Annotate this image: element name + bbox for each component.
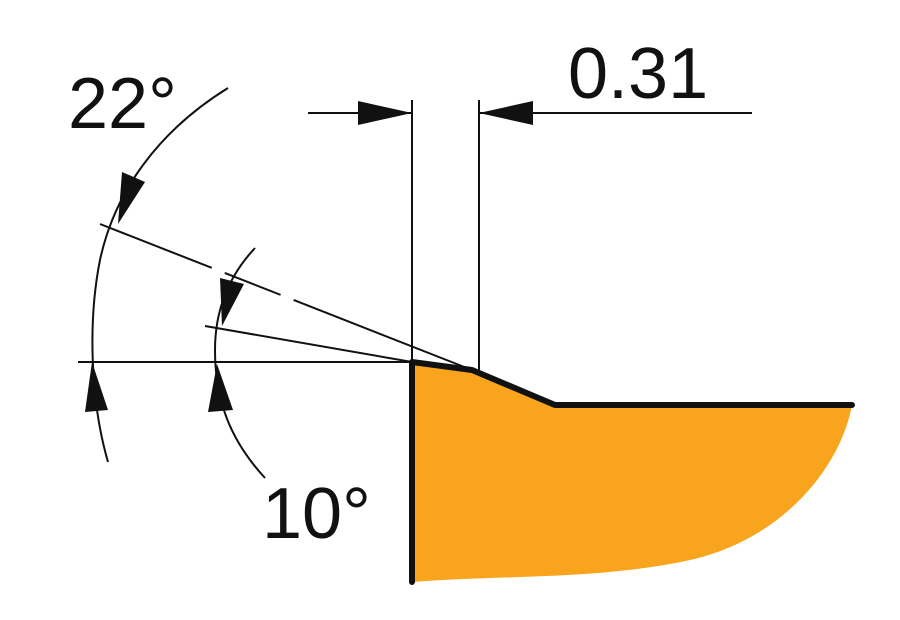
- angle-22-reference-line: [99, 223, 473, 371]
- arrow-0-31-right: [479, 101, 533, 125]
- angle-22-arrow-bottom: [85, 362, 108, 412]
- angle-22-arrow-top: [118, 172, 145, 224]
- chamfer-width-label: 0.31: [568, 34, 708, 114]
- angle-10-label: 10°: [262, 474, 371, 554]
- angle-10-arrow-top: [220, 278, 244, 326]
- insert-body: [412, 362, 852, 582]
- arrow-0-31-left: [358, 101, 412, 125]
- angle-22-arc: [91, 87, 229, 463]
- angle-22-label: 22°: [68, 64, 177, 144]
- angle-10-arrow-bottom: [208, 364, 233, 412]
- angle-10-reference-line: [204, 325, 413, 363]
